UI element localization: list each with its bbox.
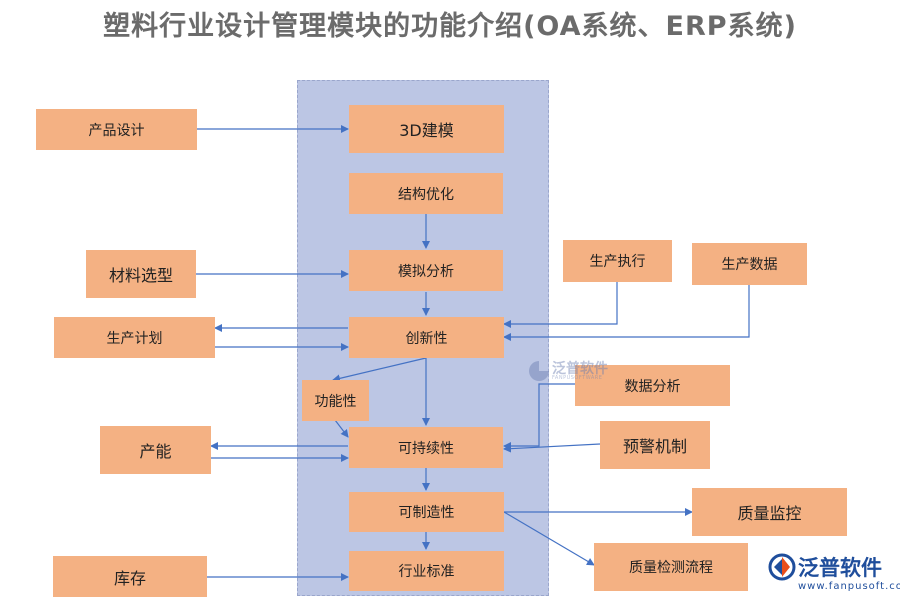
node-early-warning: 预警机制 (600, 421, 710, 469)
node-industry-standard: 行业标准 (349, 551, 504, 591)
node-production-plan: 生产计划 (54, 317, 215, 358)
arrow-functionality-to-sustainability (334, 419, 349, 438)
watermark: 泛普软件 FANPUSOFTWARE (528, 358, 618, 384)
node-innovation: 创新性 (349, 317, 504, 358)
arrow-data-to-innovation (503, 285, 750, 341)
node-data-analysis: 数据分析 (575, 365, 730, 406)
logo-url: www.fanpusoft.com (798, 581, 900, 592)
node-sustainability: 可持续性 (349, 427, 503, 468)
logo-name: 泛普软件 (798, 556, 882, 580)
arrow-warning-to-sustainability (503, 443, 601, 453)
node-material-selection: 材料选型 (86, 250, 196, 298)
node-3d-modeling: 3D建模 (349, 105, 504, 153)
node-product-design: 产品设计 (36, 109, 197, 150)
node-functionality: 功能性 (302, 380, 369, 421)
arrow-innovation-to-functionality (332, 357, 427, 383)
brand-logo: 泛普软件 www.fanpusoft.com (768, 552, 900, 598)
watermark-logo-icon (529, 361, 549, 381)
arrow-exec-to-innovation (503, 282, 618, 328)
watermark-name: 泛普软件 (552, 361, 608, 377)
node-simulation-analysis: 模拟分析 (349, 250, 503, 291)
arrow-analysis-to-sustainability (503, 383, 575, 450)
node-quality-inspection-process: 质量检测流程 (594, 543, 748, 591)
node-manufacturability: 可制造性 (349, 492, 504, 532)
node-production-execution: 生产执行 (563, 240, 672, 282)
node-quality-monitoring: 质量监控 (692, 488, 847, 536)
arrow-manufacturability-to-inspection (503, 511, 595, 566)
node-structure-optimization: 结构优化 (349, 173, 503, 214)
node-capacity: 产能 (100, 426, 211, 474)
watermark-sub: FANPUSOFTWARE (552, 375, 603, 381)
page-title: 塑料行业设计管理模块的功能介绍(OA系统、ERP系统) (103, 11, 797, 42)
node-production-data: 生产数据 (692, 243, 807, 285)
node-inventory: 库存 (53, 556, 207, 597)
fanpu-logo-icon (768, 553, 796, 581)
